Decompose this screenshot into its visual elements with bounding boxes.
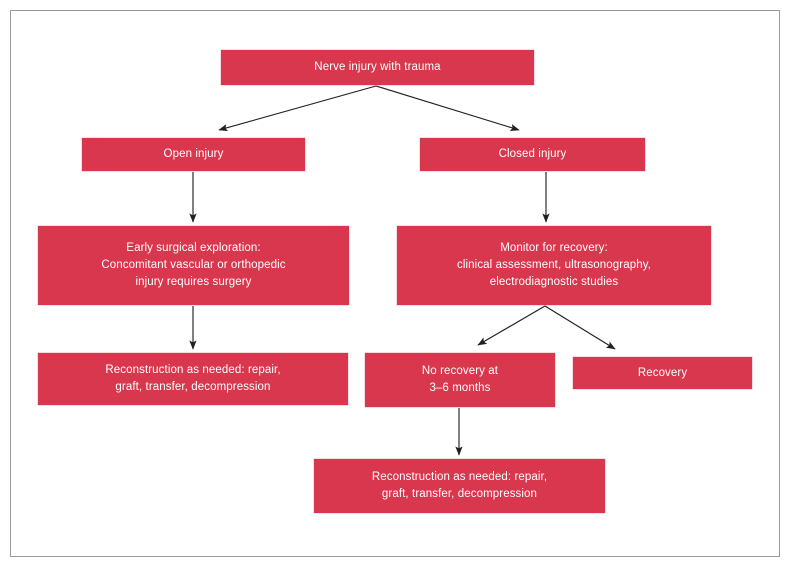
node-open-injury[interactable]: Open injury (82, 138, 305, 171)
edge-root-to-closed-injury (375, 85, 520, 132)
node-reconstruction-closed-path[interactable]: Reconstruction as needed: repair, graft,… (314, 459, 605, 513)
node-reconstruction-open-path[interactable]: Reconstruction as needed: repair, graft,… (38, 353, 348, 405)
node-early-surgical-exploration[interactable]: Early surgical exploration: Concomitant … (38, 226, 349, 305)
edge-monitor-to-recovery (544, 305, 616, 350)
edge-monitor-to-no-recovery (477, 305, 546, 346)
node-nerve-injury-with-trauma[interactable]: Nerve injury with trauma (221, 50, 534, 85)
node-recovery[interactable]: Recovery (573, 357, 752, 389)
node-no-recovery-at-3-6-months[interactable]: No recovery at 3–6 months (365, 353, 555, 407)
node-monitor-for-recovery[interactable]: Monitor for recovery: clinical assessmen… (397, 226, 711, 305)
node-closed-injury[interactable]: Closed injury (420, 138, 645, 171)
edge-root-to-open-injury (218, 85, 377, 132)
